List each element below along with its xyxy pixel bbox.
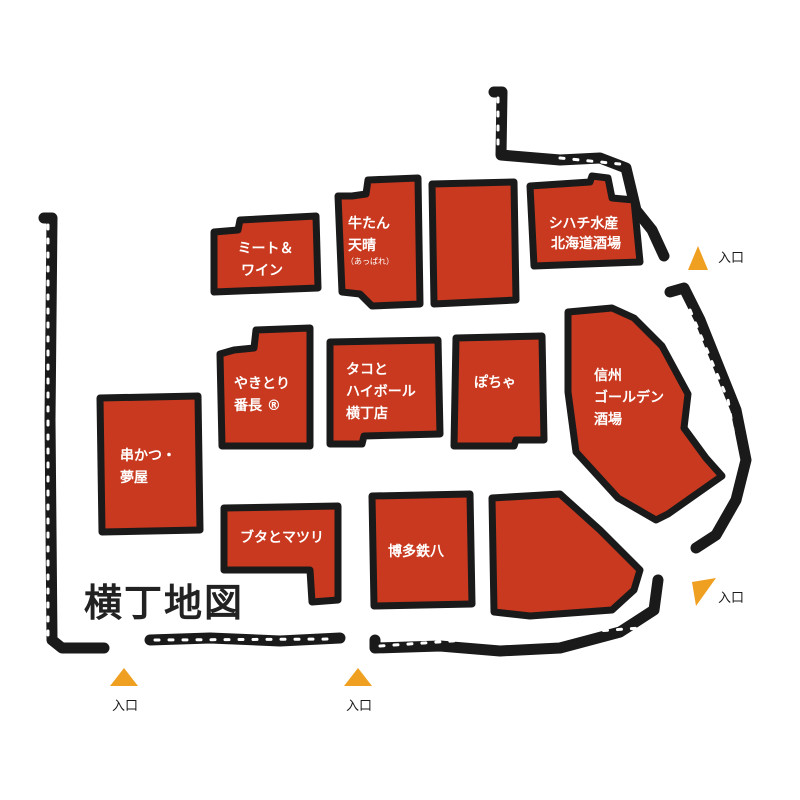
shop-gyutan-appare[interactable] [334,174,424,310]
north-wall [488,86,670,262]
shop-blocks [96,172,726,620]
shop-yakitori-bancho[interactable] [216,324,314,450]
entrance-label: 入口 [718,591,744,606]
shop-shinshu-golden[interactable] [564,304,726,524]
shop-buta-matsuri[interactable] [220,502,342,606]
entrance-arrow-icon [688,246,708,270]
label-gyutan-appare-reading: （あっぱれ） [346,257,394,266]
label-yakitori-bancho: やきとり 番長 ® [233,376,295,414]
entrance-east-lower[interactable]: 入口 [692,578,744,606]
entrance-arrow-icon [344,668,372,686]
entrance-arrow-icon [692,578,716,606]
shop-hakata-tetsuhachi[interactable] [368,490,476,610]
west-wall [38,212,110,654]
entrance-label: 入口 [718,251,744,266]
label-tako-highball: タコと ハイボール 横丁店 [346,362,421,422]
shop-kushikatsu-yumeya[interactable] [96,392,204,536]
outer-walls [38,86,752,657]
entrance-south-left[interactable]: 入口 [110,668,138,714]
shop-pochiya[interactable] [450,332,548,450]
shop-unnamed-north[interactable] [428,178,520,308]
entrance-arrow-icon [110,668,138,686]
entrance-south-center[interactable]: 入口 [344,668,372,714]
entrances: 入口 入口 入口 入口 [110,246,744,714]
label-shinshu-golden: 信州 ゴールデン 酒場 [594,367,669,428]
label-buta-matsuri: ブタとマツリ [240,529,324,546]
label-gyutan-appare: 牛たん 天晴 [348,215,395,254]
south-wall-right [369,574,664,657]
entrance-east-upper[interactable]: 入口 [688,246,744,270]
map-title: 横丁地図 [84,580,244,625]
shop-labels: ミート＆ ワイン 牛たん 天晴 （あっぱれ） シハチ水産 北海道酒場 やきとり … [120,215,669,560]
east-wall [664,282,752,554]
entrance-label: 入口 [112,699,138,714]
shop-unnamed-southeast[interactable] [488,490,644,620]
label-hakata-tetsuhachi: 博多鉄八 [388,543,445,560]
label-shihachi-suisan: シハチ水産 北海道酒場 [549,215,623,252]
label-pochiya: ぽちゃ [474,374,516,391]
label-meat-wine: ミート＆ ワイン [238,241,299,279]
shop-tako-highball[interactable] [326,336,444,448]
label-kushikatsu-yumeya: 串かつ・ 夢屋 [120,447,181,486]
shop-meat-wine[interactable] [210,212,322,296]
shop-shihachi-suisan[interactable] [526,172,644,270]
entrance-label: 入口 [346,699,372,714]
